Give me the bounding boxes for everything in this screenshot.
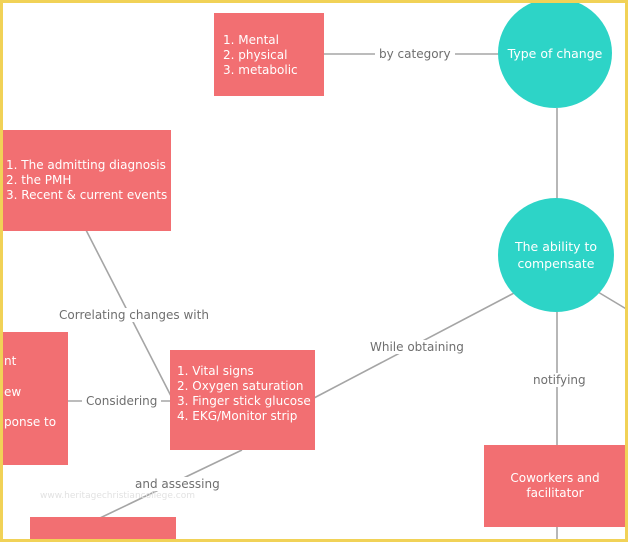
list-item: 3. metabolic — [223, 63, 298, 77]
left-partial-line-1: nt — [4, 354, 17, 368]
admitting-box-list: 1. The admitting diagnosis 2. the PMH 3.… — [6, 158, 168, 203]
left-partial-box[interactable]: nt ew ponse to — [0, 332, 68, 465]
ability-to-compensate-node[interactable]: The ability to compensate — [498, 198, 614, 312]
ability-to-compensate-label: The ability to compensate — [514, 239, 598, 271]
edge-label-by-category: by category — [375, 47, 455, 61]
edge-label-while-obtaining: While obtaining — [366, 340, 468, 354]
bottom-partial-box[interactable] — [30, 517, 176, 542]
mental-physical-metabolic-box[interactable]: 1. Mental 2. physical 3. metabolic — [214, 13, 324, 96]
list-item: 2. Oxygen saturation — [177, 379, 304, 393]
watermark-text: www.heritagechristiancollege.com — [40, 491, 195, 501]
list-item: 2. the PMH — [6, 173, 72, 187]
vital-signs-box[interactable]: 1. Vital signs 2. Oxygen saturation 3. F… — [170, 350, 315, 450]
admitting-diagnosis-box[interactable]: 1. The admitting diagnosis 2. the PMH 3.… — [0, 130, 171, 231]
list-item: 1. Vital signs — [177, 364, 254, 378]
left-partial-line-3: ponse to — [4, 415, 57, 429]
coworkers-facilitator-box[interactable]: Coworkers and facilitator — [484, 445, 626, 527]
list-item: 2. physical — [223, 48, 288, 62]
edge-label-notifying: notifying — [529, 373, 590, 387]
type-of-change-node[interactable]: Type of change — [498, 0, 612, 108]
edge-label-correlating: Correlating changes with — [55, 308, 213, 322]
list-item: 3. Finger stick glucose — [177, 394, 311, 408]
edge-label-and-assessing: and assessing — [131, 477, 224, 491]
mental-box-list: 1. Mental 2. physical 3. metabolic — [223, 33, 315, 78]
left-partial-line-2: ew — [4, 385, 22, 399]
list-item: 3. Recent & current events — [6, 188, 168, 202]
list-item: 4. EKG/Monitor strip — [177, 409, 298, 423]
vital-signs-list: 1. Vital signs 2. Oxygen saturation 3. F… — [177, 364, 311, 424]
list-item: 1. Mental — [223, 33, 279, 47]
coworkers-box-label: Coworkers and facilitator — [510, 471, 600, 500]
edge-label-considering: Considering — [82, 394, 162, 408]
type-of-change-label: Type of change — [507, 45, 603, 61]
list-item: 1. The admitting diagnosis — [6, 158, 166, 172]
edge-ability-right — [597, 291, 628, 311]
